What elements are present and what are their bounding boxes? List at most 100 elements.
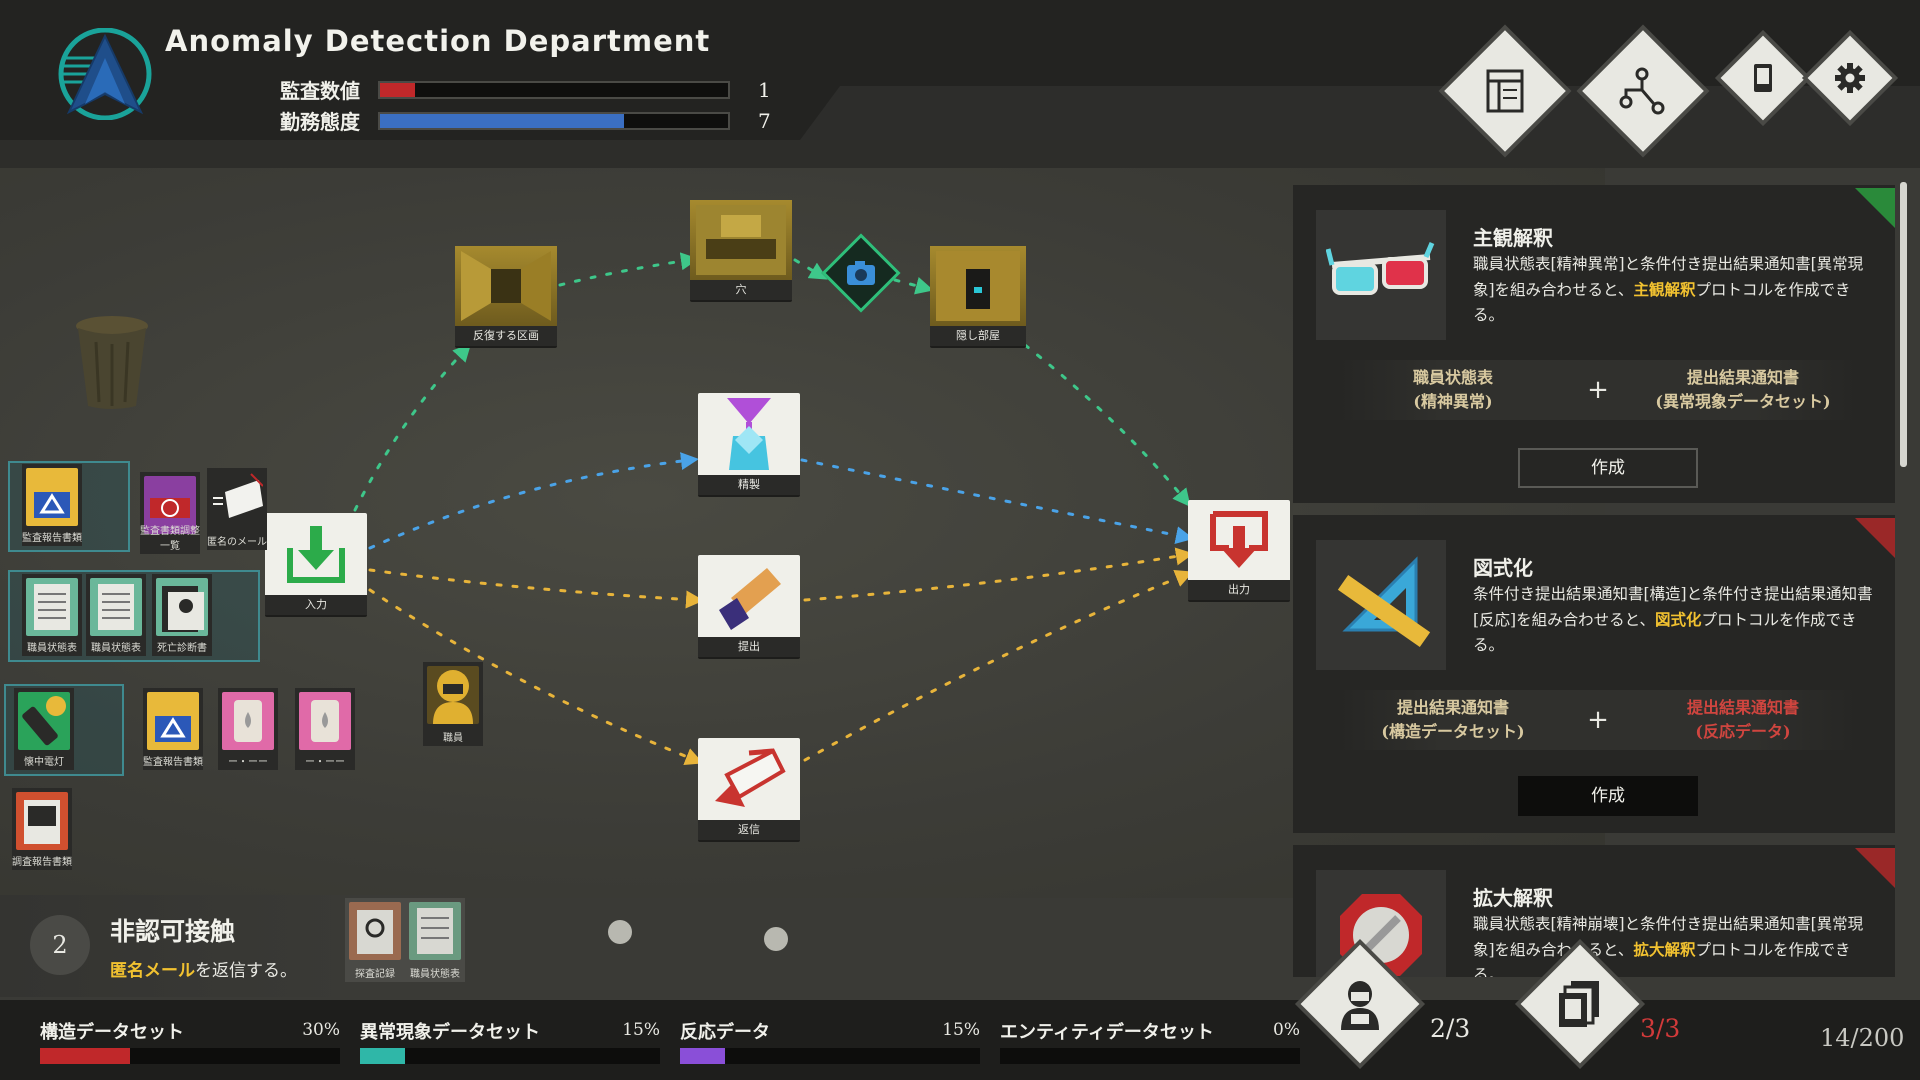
audit-stat-value: 1: [758, 77, 771, 102]
documents-counter-button[interactable]: [1520, 944, 1640, 1064]
protocol-card-subjective: 主観解釈 職員状態表[精神異常]と条件付き提出結果通知書[異常現象]を組み合わせ…: [1293, 185, 1895, 503]
card-flashlight[interactable]: 懐中電灯: [14, 688, 74, 770]
protocol-list-scrollbar[interactable]: [1900, 182, 1907, 467]
card-blood-pack-2-label: ー・ーー: [305, 757, 345, 768]
card-death-certificate[interactable]: 死亡診断書: [152, 574, 212, 656]
dataset-anomaly-name: 異常現象データセット: [360, 1022, 540, 1043]
trash-can-icon[interactable]: [72, 312, 152, 412]
dataset-reaction-bar: [680, 1048, 980, 1064]
card-staff-status-1[interactable]: 職員状態表: [22, 574, 82, 656]
node-staff[interactable]: 職員: [423, 662, 483, 746]
protocol-icon-no-entry: [1316, 870, 1446, 977]
mission-card-exploration-image: [349, 902, 401, 960]
plus-icon: +: [1587, 705, 1609, 735]
node-staff-label: 職員: [443, 733, 463, 744]
node-loop-corridor[interactable]: 反復する区画: [455, 246, 557, 346]
protocol-icon-3d-glasses: [1316, 210, 1446, 340]
dataset-reaction: 反応データ 15%: [680, 1018, 980, 1064]
3d-glasses-icon: [1326, 242, 1435, 295]
reply-image: [698, 738, 800, 820]
protocol-description: 職員状態表[精神異常]と条件付き提出結果通知書[異常現象]を組み合わせると、主観…: [1473, 255, 1864, 324]
node-submit-label: 提出: [698, 637, 800, 657]
corridor-image: [455, 246, 557, 326]
card-anonymous-mail-label: 匿名のメール: [207, 537, 267, 548]
node-hidden-room[interactable]: 隠し部屋: [930, 246, 1026, 346]
card-audit-report-2[interactable]: 監査報告書類: [143, 688, 203, 770]
card-audit-report-image: [26, 468, 78, 526]
dataset-anomaly-fill: [360, 1048, 405, 1064]
flashlight-icon: [18, 692, 70, 750]
node-submit[interactable]: 提出: [698, 555, 800, 657]
card-audit-list-image: [144, 476, 196, 534]
upload-icon: [1210, 511, 1268, 568]
mission-card-exploration-label: 探査記録: [355, 969, 395, 980]
ingredient-1: 職員状態表 (精神異常): [1412, 368, 1493, 411]
card-blood-pack-1[interactable]: ー・ーー: [218, 688, 278, 770]
node-refine-label: 精製: [698, 475, 800, 495]
mission-card-staff-status[interactable]: 職員状態表: [405, 898, 465, 982]
card-audit-report-2-image: [147, 692, 199, 750]
protocol-card-expand: 拡大解釈 職員状態表[精神崩壊]と条件付き提出結果通知書[異常現象]を組み合わせ…: [1293, 845, 1895, 977]
card-audit-report-2-label: 監査報告書類: [143, 757, 203, 768]
audit-stat-label: 監査数値: [280, 79, 360, 103]
node-hole[interactable]: 穴: [690, 200, 792, 300]
protocol-description: 職員状態表[精神崩壊]と条件付き提出結果通知書[異常現象]を組み合わせると、拡大…: [1473, 915, 1864, 977]
dataset-reaction-name: 反応データ: [680, 1022, 770, 1043]
audit-stat: 監査数値 1: [280, 75, 771, 104]
mission-description: 匿名メールを返信する。: [110, 961, 297, 981]
card-flashlight-label: 懐中電灯: [24, 757, 64, 768]
node-output[interactable]: 出力: [1188, 500, 1290, 600]
card-staff-status-1-label: 職員状態表: [27, 643, 77, 654]
attitude-stat-label: 勤務態度: [280, 110, 360, 134]
protocol-card-diagram: 図式化 条件付き提出結果通知書[構造]と条件付き提出結果通知書[反応]を組み合わ…: [1293, 515, 1895, 833]
drag-handle[interactable]: [608, 920, 632, 944]
mission-title: 非認可接触: [110, 917, 236, 946]
ingredient-2: 提出結果通知書 (反応データ): [1686, 698, 1799, 741]
card-investigation-report[interactable]: 調査報告書類: [12, 788, 72, 870]
node-hidden-room-label: 隠し部屋: [930, 326, 1026, 346]
mission-number-badge: 2: [30, 915, 90, 975]
attitude-stat-bar: [378, 111, 730, 130]
card-audit-report[interactable]: 監査報告書類: [22, 464, 82, 546]
plus-icon: +: [1587, 375, 1609, 405]
card-blood-pack-2[interactable]: ー・ーー: [295, 688, 355, 770]
mail-icon: [211, 472, 264, 530]
hazmat-staff-icon: [1341, 981, 1379, 1030]
camera-node[interactable]: [821, 233, 901, 313]
node-input[interactable]: 入力: [265, 513, 367, 615]
protocol-title: 主観解釈: [1473, 226, 1553, 250]
ingredient-2: 提出結果通知書 (異常現象データセット): [1655, 368, 1831, 411]
dataset-anomaly-bar: [360, 1048, 660, 1064]
create-button[interactable]: 作成: [1518, 776, 1698, 816]
card-anonymous-mail[interactable]: 匿名のメール: [207, 468, 267, 550]
top-bar-shadow: [0, 140, 1920, 168]
set-square-icon: [1337, 556, 1431, 648]
node-reply[interactable]: 返信: [698, 738, 800, 840]
card-audit-list[interactable]: 監査書類調整一覧: [140, 472, 200, 554]
node-refine[interactable]: 精製: [698, 393, 800, 495]
attitude-stat-value: 7: [758, 108, 771, 133]
card-investigation-report-label: 調査報告書類: [12, 857, 72, 868]
dataset-structure-percent: 30%: [302, 1020, 340, 1040]
flowchart-icon: [1619, 67, 1665, 115]
phone-button[interactable]: [1720, 35, 1806, 121]
card-death-certificate-image: [156, 578, 208, 636]
attitude-stat: 勤務態度 7: [280, 106, 771, 135]
drag-handle[interactable]: [764, 927, 788, 951]
mission-card-exploration[interactable]: 探査記録: [345, 898, 405, 982]
document-icon: [1486, 69, 1524, 113]
node-output-label: 出力: [1188, 580, 1290, 600]
dataset-reaction-fill: [680, 1048, 725, 1064]
card-staff-status-2[interactable]: 職員状態表: [86, 574, 146, 656]
card-audit-report-label: 監査報告書類: [22, 533, 82, 544]
node-reply-label: 返信: [698, 820, 800, 840]
protocol-title: 図式化: [1473, 556, 1533, 580]
dataset-structure: 構造データセット 30%: [40, 1018, 340, 1064]
flowchart-button[interactable]: [1582, 30, 1704, 152]
settings-button[interactable]: [1807, 35, 1893, 121]
document-button[interactable]: [1444, 30, 1566, 152]
staff-counter-button[interactable]: [1300, 944, 1420, 1064]
create-button[interactable]: 作成: [1518, 448, 1698, 488]
card-audit-list-label: 監査書類調整一覧: [140, 526, 200, 552]
hole-image: [690, 200, 792, 280]
